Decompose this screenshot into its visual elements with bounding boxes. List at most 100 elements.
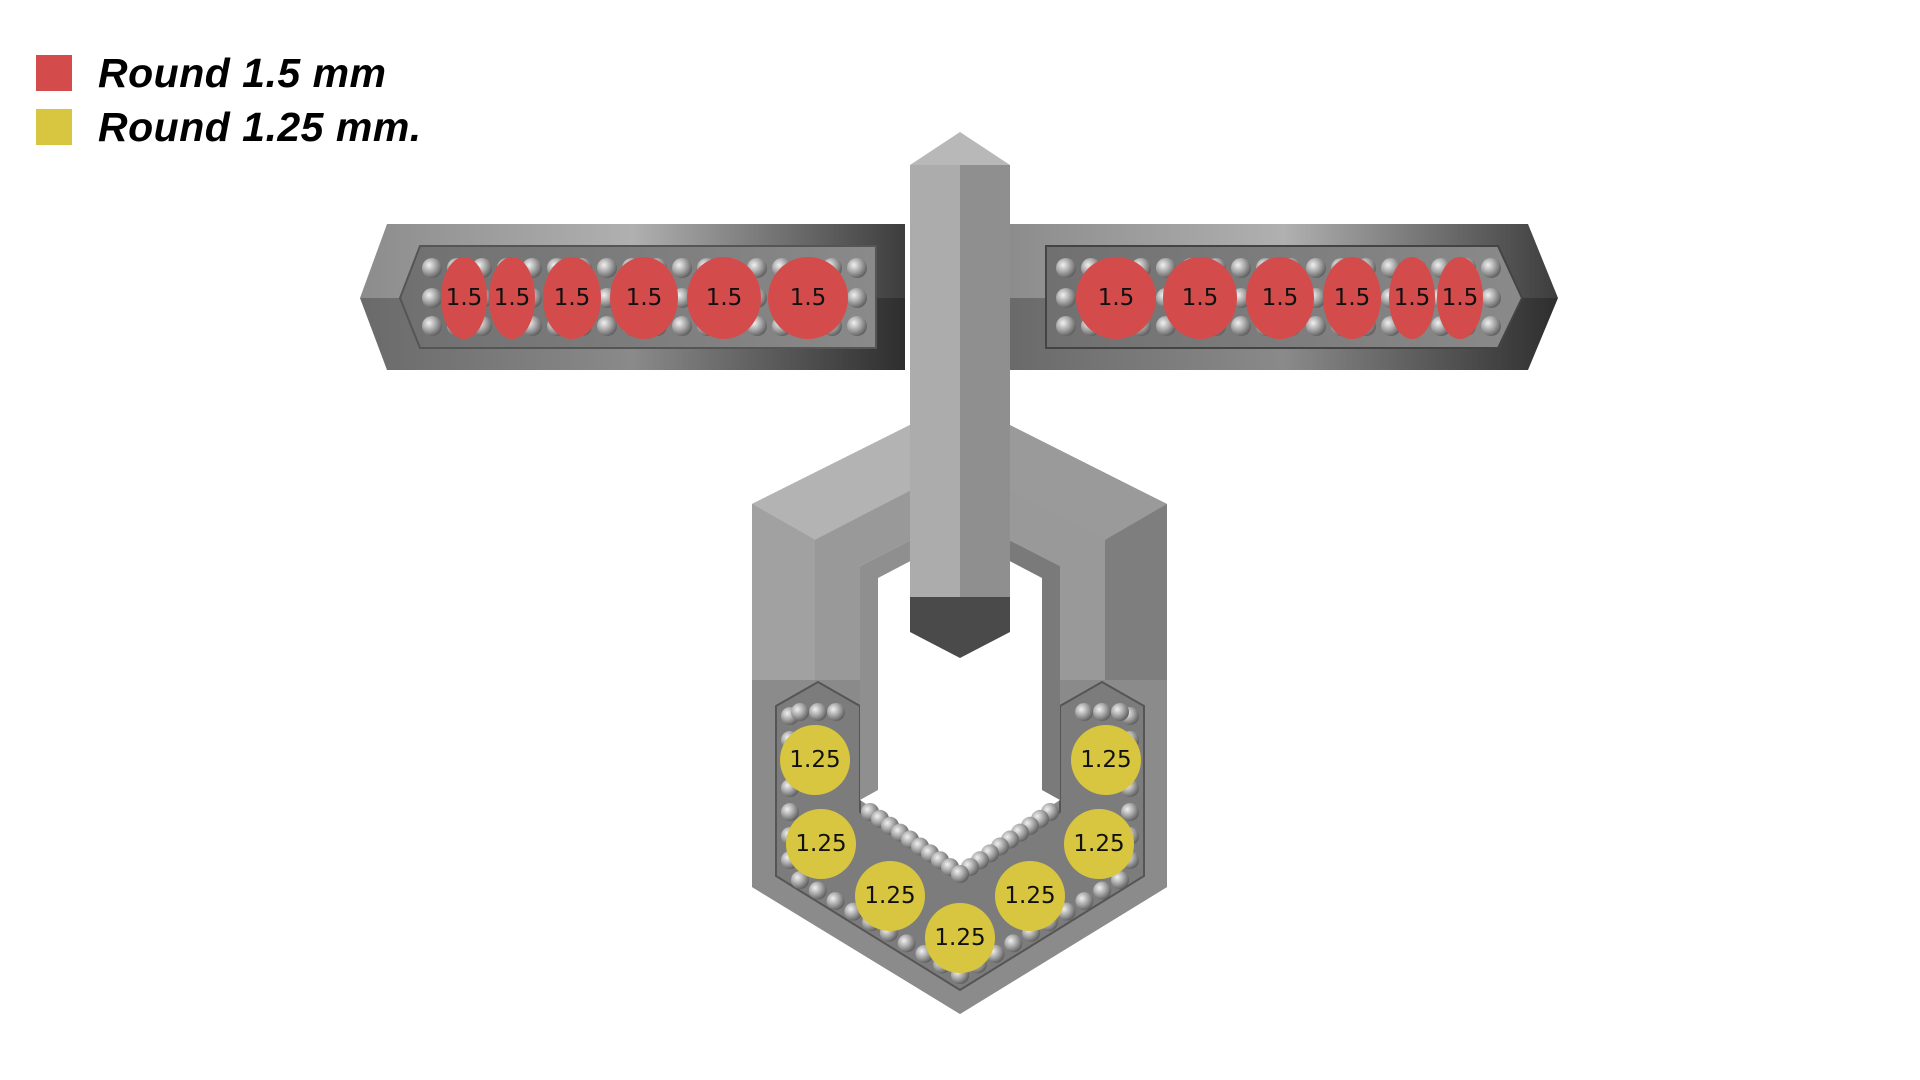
metal-bead <box>1056 288 1076 308</box>
hex-inner-bevel <box>815 465 1105 680</box>
stone-shape <box>489 257 535 339</box>
stone-size-label: 1.25 <box>789 747 840 773</box>
metal-bead <box>826 892 845 911</box>
stone-shape <box>610 257 678 339</box>
stone-size-label: 1.5 <box>1394 285 1431 311</box>
stone-size-label: 1.5 <box>446 285 483 311</box>
metal-bead <box>1056 258 1076 278</box>
post-tip <box>910 132 1010 165</box>
stone-shape <box>855 861 925 931</box>
metal-bead <box>1231 258 1251 278</box>
stone-size-label: 1.5 <box>1262 285 1299 311</box>
round-1-5-stone: 1.5 <box>687 257 761 339</box>
hex-opening-bevel-left <box>860 515 960 800</box>
stone-size-label: 1.5 <box>554 285 591 311</box>
metal-bead <box>1075 892 1094 911</box>
legend-label-round-1-25: Round 1.25 mm. <box>98 103 422 150</box>
stone-shape <box>543 257 601 339</box>
stone-size-label: 1.25 <box>934 925 985 951</box>
metal-bead <box>1111 703 1129 721</box>
metal-bead <box>808 881 827 900</box>
metal-bead <box>1056 316 1076 336</box>
round-1-5-stone: 1.5 <box>1163 257 1237 339</box>
metal-bead <box>672 258 692 278</box>
metal-bead <box>1121 803 1139 821</box>
stone-size-label: 1.5 <box>790 285 827 311</box>
stone-shape <box>1246 257 1314 339</box>
stone-size-label: 1.5 <box>1334 285 1371 311</box>
metal-bead <box>1111 871 1129 889</box>
stone-size-label: 1.25 <box>1073 831 1124 857</box>
stone-shape <box>1389 257 1435 339</box>
metal-bead <box>1093 881 1112 900</box>
stone-size-label: 1.5 <box>1098 285 1135 311</box>
stone-shape <box>1071 725 1141 795</box>
hex-opening-bevel-right <box>960 515 1060 800</box>
legend-swatch-yellow <box>36 109 72 145</box>
stone-size-label: 1.5 <box>626 285 663 311</box>
post-bottom-cap <box>910 597 1010 658</box>
metal-bead <box>1231 316 1251 336</box>
post-body-right <box>960 165 1010 597</box>
hex-right-face <box>1105 504 1167 680</box>
metal-bead <box>672 316 692 336</box>
stone-size-label: 1.25 <box>795 831 846 857</box>
metal-bead <box>1306 316 1326 336</box>
round-1-5-stone: 1.5 <box>489 257 535 339</box>
stone-size-label: 1.25 <box>1080 747 1131 773</box>
metal-bead <box>1004 934 1023 953</box>
post-body-left <box>910 165 960 597</box>
round-1-5-stone: 1.5 <box>1437 257 1483 339</box>
stone-size-label: 1.25 <box>864 883 915 909</box>
metal-bead <box>791 871 809 889</box>
metal-bead <box>809 703 827 721</box>
metal-bead <box>951 865 969 883</box>
hex-top-left-face <box>752 400 960 540</box>
metal-bead <box>1075 703 1093 721</box>
round-1-5-stone: 1.5 <box>1076 257 1156 339</box>
stone-shape <box>1323 257 1381 339</box>
round-1-5-stone: 1.5 <box>441 257 487 339</box>
hex-left-face <box>752 504 815 680</box>
legend-swatch-red <box>36 55 72 91</box>
metal-bead <box>897 934 916 953</box>
metal-bead <box>847 288 867 308</box>
metal-bead <box>1306 258 1326 278</box>
metal-bead <box>597 258 617 278</box>
legend-item-round-1-5: Round 1.5 mm <box>36 46 422 100</box>
stone-size-label: 1.5 <box>1442 285 1479 311</box>
round-1-25-stone: 1.25 <box>786 809 856 879</box>
round-1-25-stone: 1.25 <box>925 903 995 973</box>
stone-shape <box>1064 809 1134 879</box>
legend-label-round-1-5: Round 1.5 mm <box>98 49 387 96</box>
metal-bead <box>422 288 442 308</box>
round-1-25-stone: 1.25 <box>780 725 850 795</box>
stone-shape <box>1076 257 1156 339</box>
metal-bead <box>422 258 442 278</box>
stone-size-label: 1.25 <box>1004 883 1055 909</box>
round-1-25-stone: 1.25 <box>855 861 925 931</box>
metal-bead <box>827 703 845 721</box>
legend: Round 1.5 mm Round 1.25 mm. <box>36 46 422 154</box>
metal-bead <box>781 803 799 821</box>
stone-shape <box>995 861 1065 931</box>
metal-bead <box>1481 316 1501 336</box>
stone-size-label: 1.5 <box>706 285 743 311</box>
round-1-5-stone: 1.5 <box>1389 257 1435 339</box>
round-1-5-stone: 1.5 <box>610 257 678 339</box>
metal-bead <box>847 316 867 336</box>
round-1-25-stone: 1.25 <box>995 861 1065 931</box>
round-1-25-stone: 1.25 <box>1064 809 1134 879</box>
stone-shape <box>925 903 995 973</box>
metal-bead <box>791 703 809 721</box>
round-1-5-stone: 1.5 <box>1323 257 1381 339</box>
stone-shape <box>1163 257 1237 339</box>
stone-shape <box>780 725 850 795</box>
legend-item-round-1-25: Round 1.25 mm. <box>36 100 422 154</box>
center-post <box>910 132 1010 658</box>
metal-bead <box>847 258 867 278</box>
stone-shape <box>786 809 856 879</box>
metal-bead <box>1093 703 1111 721</box>
